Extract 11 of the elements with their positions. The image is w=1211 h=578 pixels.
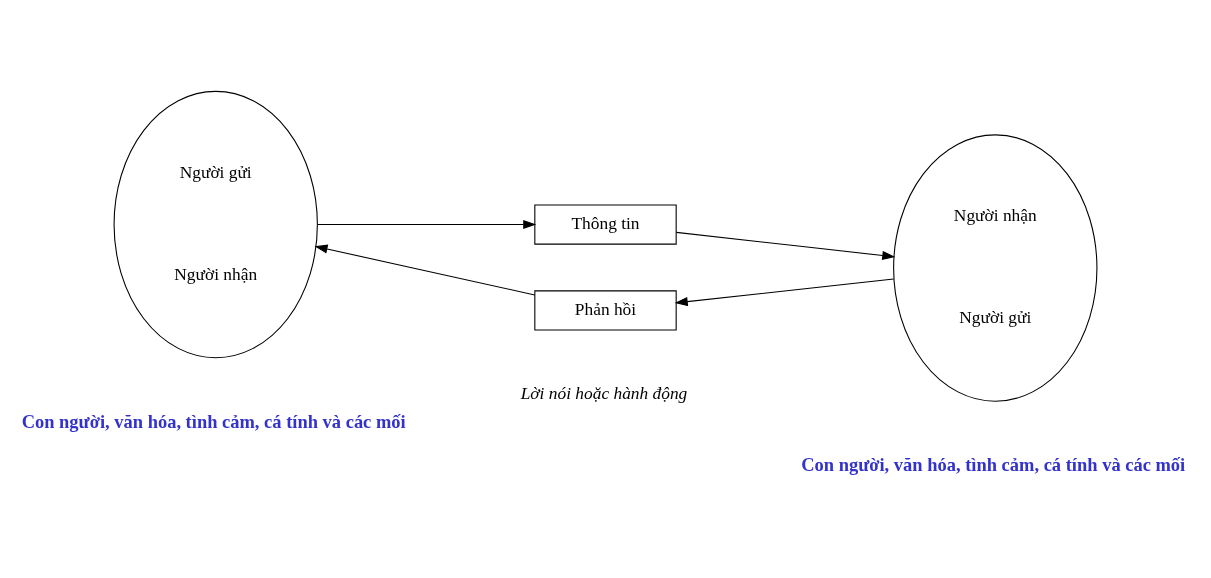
node-label: Con người, văn hóa, tình cảm, cá tính và các mối: [801, 454, 1186, 475]
node-box: Thông tin: [534, 203, 677, 245]
arrow: [317, 219, 537, 229]
node-ellipse: Người nhận Người gửi: [893, 133, 1098, 402]
arrow: [314, 244, 536, 296]
arrow: [675, 231, 896, 260]
arrow: [674, 277, 895, 306]
node-ellipse: Người gửi Người nhận: [113, 90, 318, 358]
node-box: Phản hồi: [534, 289, 677, 331]
node-label: Con người, văn hóa, tình cảm, cá tính và các mối: [21, 411, 406, 432]
label: Lời nói hoặc hành động: [520, 383, 688, 403]
